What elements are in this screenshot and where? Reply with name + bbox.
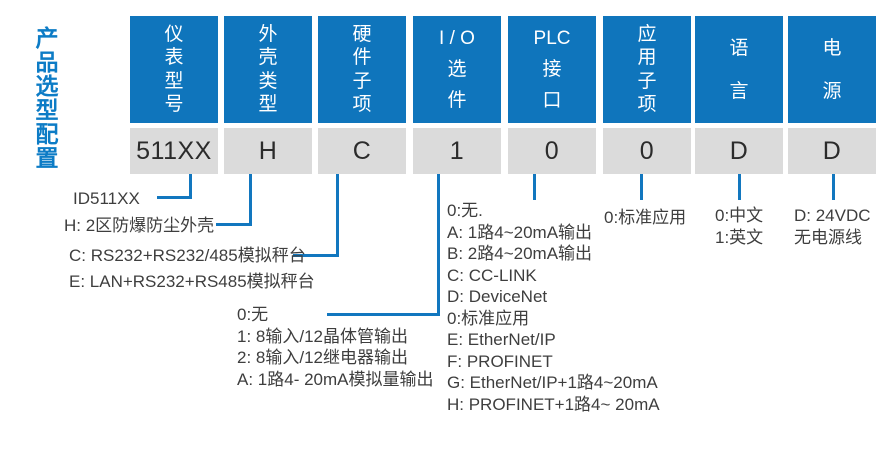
- column-value-power: D: [788, 128, 876, 174]
- note-enclosure: H: 2区防爆防尘外壳: [64, 216, 215, 235]
- connector-vline-language: [738, 174, 741, 200]
- note-application: 0:标准应用: [604, 208, 687, 227]
- column-header-application: 应 用 子 项: [603, 16, 691, 123]
- column-value-model: 511XX: [130, 128, 218, 174]
- column-value-hardware-text: C: [352, 136, 372, 165]
- column-value-application: 0: [603, 128, 691, 174]
- note-plc: 0:无. A: 1路4~20mA输出 B: 2路4~20mA输出 C: CC-L…: [447, 201, 660, 414]
- connector-vline-enclosure: [249, 174, 252, 226]
- note-language: 0:中文 1:英文: [715, 206, 764, 247]
- note-io: 0:无 1: 8输入/12晶体管输出 2: 8输入/12继电器输出 A: 1路4…: [237, 305, 434, 389]
- column-value-language: D: [695, 128, 783, 174]
- column-header-power-label: 电 源: [822, 37, 842, 102]
- note-model: ID511XX: [73, 189, 140, 208]
- column-header-language: 语 言: [695, 16, 783, 123]
- connector-hline-model: [157, 196, 192, 199]
- column-header-enclosure-label: 外 壳 类 型: [258, 23, 278, 116]
- column-value-hardware: C: [318, 128, 406, 174]
- column-value-application-text: 0: [639, 136, 655, 165]
- connector-hline-hardware: [293, 254, 339, 257]
- column-header-model-label: 仪 表 型 号: [164, 23, 184, 116]
- column-value-model-text: 511XX: [136, 136, 212, 165]
- column-value-io: 1: [413, 128, 501, 174]
- note-power: D: 24VDC 无电源线: [794, 206, 871, 247]
- connector-vline-hardware: [336, 174, 339, 257]
- column-header-language-label: 语 言: [729, 37, 749, 102]
- column-value-io-text: 1: [449, 136, 465, 165]
- column-header-io-label: I / O 选 件: [439, 28, 475, 111]
- column-header-io: I / O 选 件: [413, 16, 501, 123]
- column-value-language-text: D: [729, 136, 749, 165]
- connector-vline-io: [437, 174, 440, 316]
- column-value-plc-text: 0: [544, 136, 560, 165]
- column-header-hardware: 硬 件 子 项: [318, 16, 406, 123]
- column-value-enclosure-text: H: [258, 136, 278, 165]
- page-title: 产品选型配置: [32, 26, 58, 170]
- column-value-power-text: D: [822, 136, 842, 165]
- note-hardware: C: RS232+RS232/485模拟秤台 E: LAN+RS232+RS48…: [69, 246, 315, 291]
- column-header-power: 电 源: [788, 16, 876, 123]
- column-header-application-label: 应 用 子 项: [637, 23, 657, 116]
- connector-vline-model: [189, 174, 192, 199]
- connector-vline-application: [640, 174, 643, 200]
- column-header-enclosure: 外 壳 类 型: [224, 16, 312, 123]
- connector-vline-power: [832, 174, 835, 200]
- column-header-plc: PLC 接 口: [508, 16, 596, 123]
- connector-hline-enclosure: [216, 223, 252, 226]
- column-header-hardware-label: 硬 件 子 项: [352, 23, 372, 116]
- connector-vline-plc: [533, 174, 536, 200]
- column-value-plc: 0: [508, 128, 596, 174]
- column-header-plc-label: PLC 接 口: [533, 28, 571, 111]
- column-header-model: 仪 表 型 号: [130, 16, 218, 123]
- connector-hline-io: [327, 313, 440, 316]
- column-value-enclosure: H: [224, 128, 312, 174]
